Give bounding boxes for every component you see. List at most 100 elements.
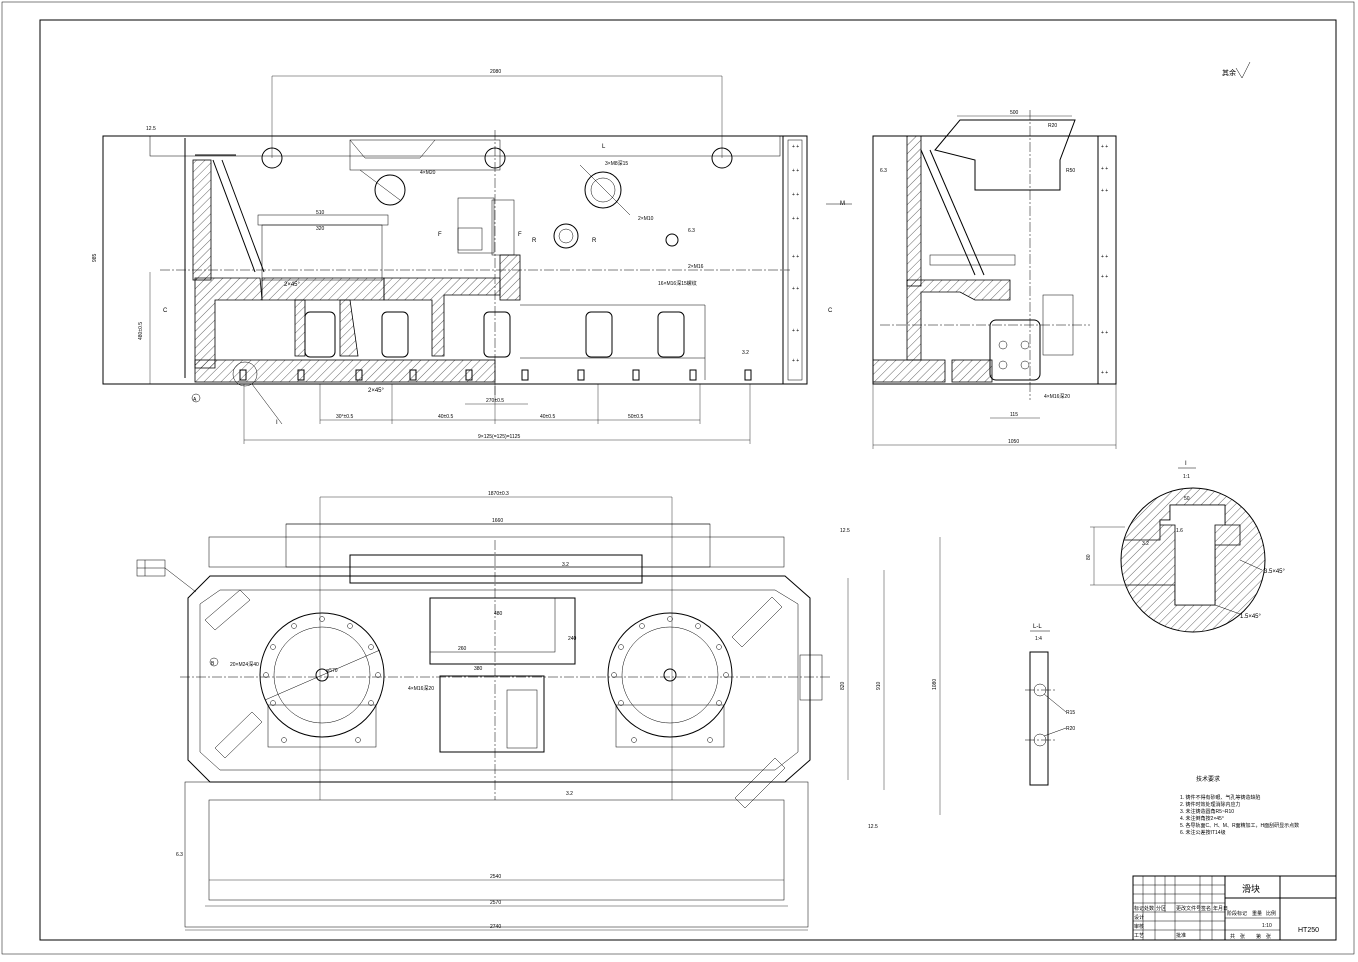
side-dim-115: 115 [1010,412,1018,418]
plan-dim-bottom-3: 2740 [490,924,501,930]
section-mark-c-left: C [163,308,168,314]
tb-header-4: 签名 [1201,905,1211,912]
tb-material: HT250 [1298,927,1319,934]
front-dim-seg-1: 30°±0.5 [336,414,353,420]
plan-ra-top: 12.5 [840,528,850,534]
front-dim-seg-4: 50±0.5 [628,414,643,420]
view-ll-r1: R15 [1066,710,1075,716]
svg-text:+ +: + + [1101,254,1108,260]
front-dim-top: 2080 [490,69,501,75]
datum-a-label: A [193,397,197,403]
rotary-table-left [259,612,385,748]
front-view: 2080 4×M20 3×M8深15 2×M10 2×M16 16×M16深15… [92,69,852,444]
note-5: 5. 各导轨面C、H、M、R面精加工，H面刮研显示点数 [1180,822,1299,829]
view-ll-scale: 1:4 [1035,636,1042,642]
tb-row-review: 审核 [1134,923,1144,930]
view-ll: L-L 1:4 R15 R20 [1025,624,1075,786]
tb-stage-header: 阶段标记 [1227,910,1247,917]
title-block: 标记 处数 分区 更改文件号 签名 年月日 设计 审核 工艺 批准 滑块 阶段标… [1132,875,1337,941]
general-roughness-note: 其余 [1222,61,1251,79]
tb-weight-header: 重量 [1252,910,1262,917]
hole-label-2xm10: 2×M10 [638,216,654,222]
side-r20: R20 [1048,123,1057,129]
plan-height-1: 1080 [932,679,938,690]
svg-text:+ +: + + [1101,370,1108,376]
hole-label-4xm20: 4×M20 [420,170,436,176]
note-6: 6. 未注公差按IT14级 [1180,829,1226,836]
front-dim-320: 320 [316,226,325,232]
section-mark-f-right: F [518,232,522,238]
svg-text:+ +: + + [1101,188,1108,194]
detail-ra-2: 3.2 [1142,541,1149,547]
note-3: 3. 未注铸造圆角R5~R10 [1180,808,1234,815]
detail-i-callout: I [276,420,278,426]
front-dim-510: 510 [316,210,325,216]
svg-text:+ +: + + [1101,166,1108,172]
svg-text:+ +: + + [1101,330,1108,336]
tb-row-design: 设计 [1134,914,1144,921]
side-r50: R50 [1066,168,1075,174]
tb-part-name: 滑块 [1242,883,1260,894]
sheet-inner-border [39,19,1337,941]
note-4: 4. 未注倒角按2×45° [1180,815,1224,822]
plan-ra-left: 6.3 [176,852,183,858]
side-dim-top: 500 [1010,110,1019,116]
tb-row-approve: 批准 [1176,932,1186,939]
detail-i-view: I 1:1 80 50 3.5×45° 1.5×45° 1.6 3.2 [1086,461,1286,633]
tb-header-5: 年月日 [1213,905,1228,912]
plan-window-480: 480 [494,611,503,617]
plan-dim-bottom-2: 2570 [490,900,501,906]
note-2: 2. 铸件时效处理消除内应力 [1180,801,1241,808]
section-mark-r-left: R [532,238,537,244]
side-hole-4x: 4×M16深20 [1044,393,1070,400]
notes-title: 技术要求 [1196,775,1220,783]
tb-header-2: 分区 [1156,905,1166,912]
side-dim-bottom: 1050 [1008,439,1019,445]
plan-holes-label: 20×M24深40 [230,661,259,668]
tb-row-process: 工艺 [1134,933,1144,939]
plan-main-body [187,575,811,783]
detail-chamfer-2: 1.5×45° [1240,614,1262,620]
side-ra: 6.3 [880,168,887,174]
detail-i-scale: 1:1 [1183,474,1190,480]
front-ra-mid: 6.3 [688,228,695,234]
section-mark-l: L [602,144,606,150]
view-ll-r2: R20 [1066,726,1075,732]
hole-label-16x: 16×M16深15螺纹 [658,280,697,287]
detail-chamfer-1: 3.5×45° [1264,569,1286,575]
front-chamfer-2: 2×45° [284,282,301,288]
svg-text:+ +: + + [1101,274,1108,280]
front-dim-mid: 270±0.5 [486,398,504,404]
roughness-note-text: 其余 [1222,68,1236,77]
plan-pcd-label: φ570 [326,668,338,674]
plan-ra-bottom: 3.2 [566,791,573,797]
tb-header-1: 处数 [1144,905,1154,912]
front-dim-overall-height: 985 [92,253,98,262]
rotary-table-right [607,612,733,748]
plan-ra-right: 12.5 [868,824,878,830]
detail-i-title: I [1185,461,1187,467]
note-1: 1. 铸件不得有砂眼、气孔等铸造缺陷 [1180,794,1261,801]
tb-sheet-1: 共 [1230,933,1235,940]
tb-header-3: 更改文件号 [1176,905,1201,912]
svg-text:+ +: + + [1101,144,1108,150]
front-dim-seg-3: 40±0.5 [540,414,555,420]
plan-dim-bottom-1: 2540 [490,874,501,880]
view-ll-title: L-L [1033,624,1042,630]
tb-sheet-3: 第 [1256,933,1261,940]
front-dim-seg-2: 40±0.5 [438,414,453,420]
tb-scale-value: 1:10 [1262,923,1272,929]
plan-height-2: 820 [840,681,846,690]
plan-view: 1870±0.3 1660 [136,491,941,931]
hole-label-3xm8: 3×M8深15 [605,160,628,167]
datum-b-label: B [211,661,215,667]
svg-text:+ +: + + [792,216,799,222]
plan-dim-top-inner: 1660 [492,518,503,524]
detail-ra-1: 1.6 [1176,528,1183,534]
front-dim-left-height: 480±0.5 [138,322,144,340]
plan-ra-mid: 3.2 [562,562,569,568]
tb-scale-header: 比例 [1266,910,1276,917]
hole-label-2xm16: 2×M16 [688,264,704,270]
front-chamfer-1: 2×45° [368,388,385,394]
